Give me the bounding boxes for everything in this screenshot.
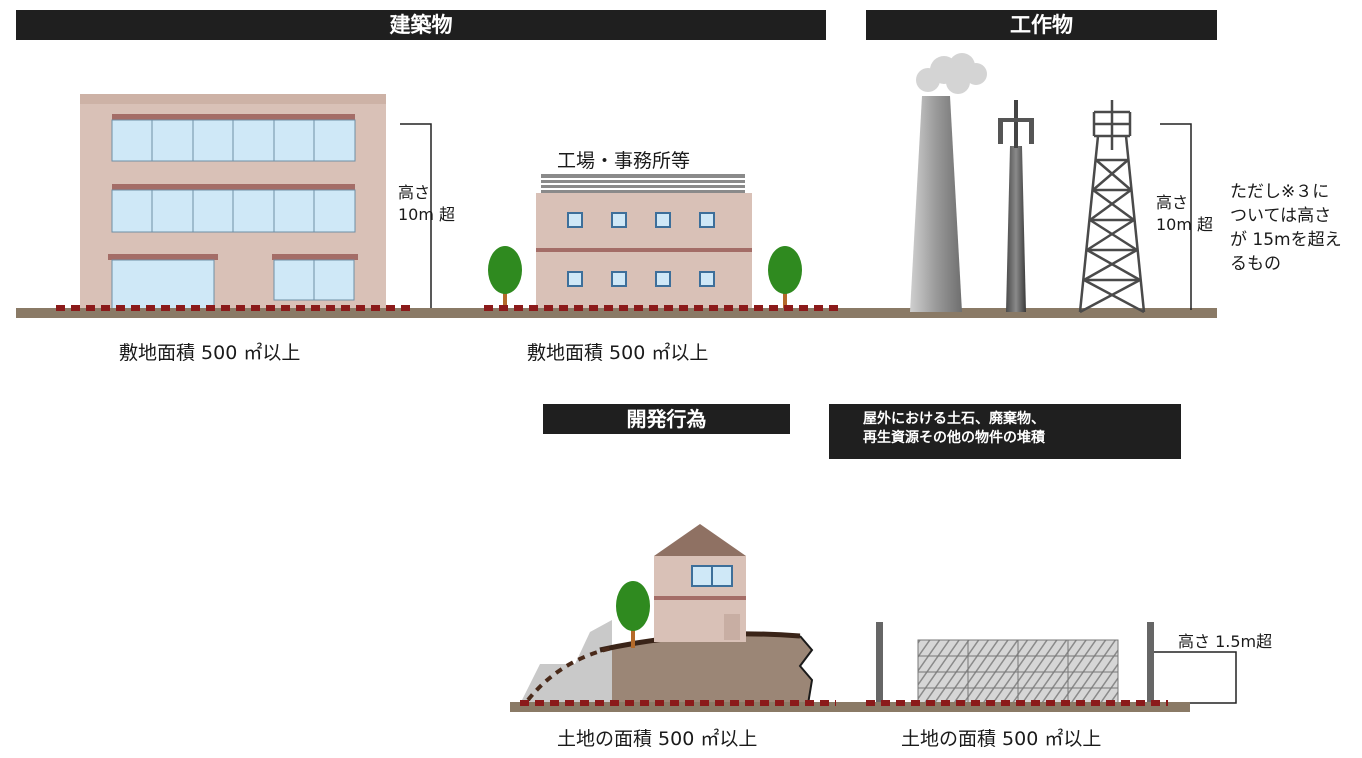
fill-slope-grey <box>520 620 612 704</box>
fill-earth <box>612 633 812 704</box>
section-header-development: 開発行為 <box>543 404 790 434</box>
development-area-label: 土地の面積 500 ㎡以上 <box>557 728 758 750</box>
fence-post-left <box>876 622 883 704</box>
section-header-storage: 屋外における土石、廃棄物、 再生資源その他の物件の堆積 <box>829 404 1181 459</box>
tree-house <box>616 581 650 648</box>
house <box>654 524 746 642</box>
smoke-cloud <box>916 53 987 94</box>
fence-post-right <box>1147 622 1154 704</box>
building-area-label-2: 敷地面積 500 ㎡以上 <box>527 342 709 364</box>
ground-line-top <box>16 308 1217 318</box>
structure-note: ただし※３に ついては高さ が 15mを超え るもの <box>1230 182 1342 274</box>
cut-edge <box>798 635 814 705</box>
factory-building <box>536 174 752 310</box>
height-bracket-building <box>400 123 432 310</box>
tree-left-factory <box>488 246 522 308</box>
storage-area-label: 土地の面積 500 ㎡以上 <box>901 728 1102 750</box>
building-area-label-1: 敷地面積 500 ㎡以上 <box>119 342 301 364</box>
chimney <box>910 96 962 312</box>
height-bracket-storage <box>1154 651 1237 704</box>
building-height-label: 高さ 10m 超 <box>398 183 456 224</box>
office-building <box>80 94 386 311</box>
tree-right-factory <box>768 246 802 308</box>
section-header-structure: 工作物 <box>866 10 1217 40</box>
section-header-building: 建築物 <box>16 10 826 40</box>
storage-height-label: 高さ 1.5m超 <box>1178 632 1273 651</box>
factory-caption: 工場・事務所等 <box>557 150 691 172</box>
height-bracket-structure <box>1160 123 1192 310</box>
stacked-materials <box>917 639 1119 705</box>
steel-tower <box>1078 100 1146 314</box>
structure-height-label: 高さ 10m 超 <box>1156 193 1214 234</box>
ground-line-bottom <box>510 702 1190 712</box>
antenna-pole <box>998 100 1034 312</box>
